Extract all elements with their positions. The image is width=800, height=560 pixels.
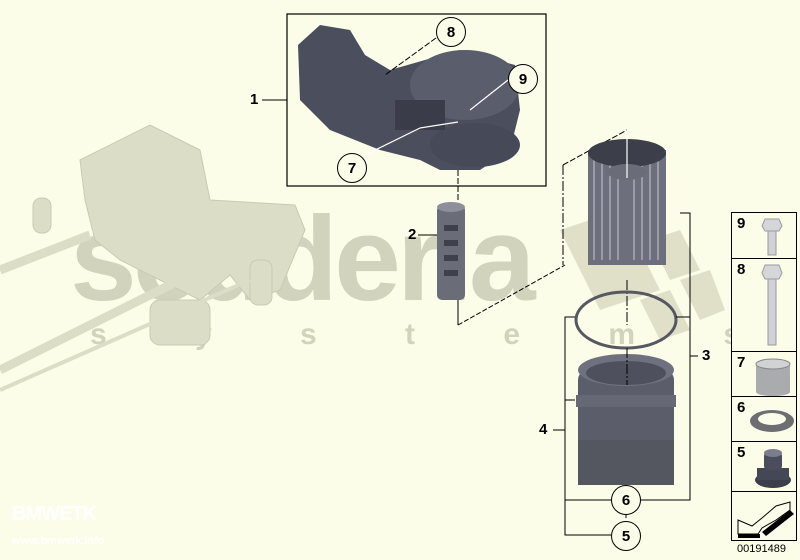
callout-1[interactable]: 1 <box>250 91 259 108</box>
callout-3[interactable]: 3 <box>702 347 711 364</box>
long-bolt-icon <box>761 264 783 346</box>
callout-6[interactable]: 6 <box>611 485 641 515</box>
legend-item-7[interactable]: 7 <box>731 351 797 398</box>
diagram-number: 00191489 <box>737 543 786 555</box>
oil-filter-housing <box>298 25 520 170</box>
seal-ring-icon <box>750 410 794 432</box>
legend-label: 6 <box>737 399 746 416</box>
callout-5[interactable]: 5 <box>611 521 641 551</box>
callout-2[interactable]: 2 <box>408 226 417 243</box>
callout-4[interactable]: 4 <box>539 421 548 438</box>
ghost-pipes <box>0 230 263 375</box>
legend-item-5[interactable]: 5 <box>731 441 797 493</box>
o-ring <box>574 290 678 350</box>
legend-label: 8 <box>737 261 746 278</box>
legend-item-6[interactable]: 6 <box>731 396 797 443</box>
arrow-icon <box>737 501 794 538</box>
legend-label: 9 <box>737 215 746 232</box>
callout-8[interactable]: 8 <box>436 17 466 47</box>
watermark-logo: BMWETK <box>12 503 97 525</box>
legend-item-8[interactable]: 8 <box>731 258 797 353</box>
callout-9[interactable]: 9 <box>508 64 538 94</box>
legend-label: 5 <box>737 444 746 461</box>
watermark-url: www.bmwetk.info <box>12 535 105 547</box>
filter-cover <box>576 354 676 485</box>
strainer <box>437 202 465 300</box>
callout-7[interactable]: 7 <box>337 153 367 183</box>
bushing-icon <box>755 358 791 396</box>
legend-label: 7 <box>737 354 746 371</box>
legend-item-arrow[interactable] <box>731 491 797 541</box>
plug-icon <box>755 449 791 488</box>
ghost-oil-pump <box>32 124 306 346</box>
legend-item-9[interactable]: 9 <box>731 212 797 260</box>
short-bolt-icon <box>761 218 783 256</box>
